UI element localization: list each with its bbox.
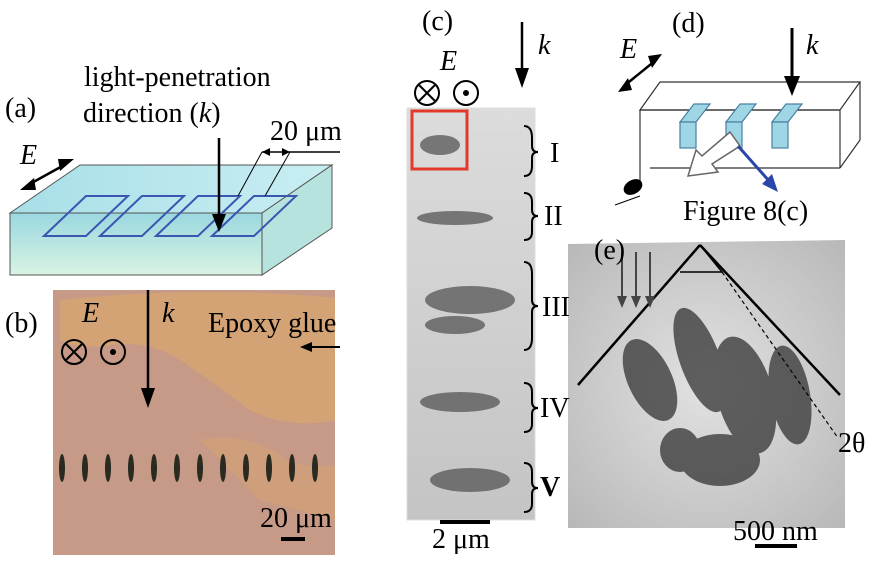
angle-label: 2θ (838, 428, 866, 459)
panel-d-field-label: E (620, 34, 638, 65)
chip-front-face (9, 212, 263, 276)
panel-c-scale-label: 2 μm (432, 524, 490, 555)
view-arrow (686, 130, 742, 177)
panel-a-field-label: E (20, 140, 38, 171)
panel-d-wave-label: k (806, 30, 819, 61)
panel-c-field-label: E (440, 46, 458, 77)
panel-d-blocks (678, 103, 804, 149)
region-label-2: II (544, 201, 563, 232)
panel-a-label: (a) (5, 93, 37, 124)
panel-b-wave-label: k (162, 298, 175, 329)
panel-b-label: (b) (5, 308, 38, 339)
region-label-3: III (542, 292, 570, 323)
region-label-4: IV (540, 393, 570, 424)
chip-side-face (261, 164, 333, 276)
panel-c-wave-label: k (538, 30, 551, 61)
panel-c-tem (406, 22, 539, 524)
epoxy-glue-label: Epoxy glue (208, 308, 337, 339)
panel-e-tem (568, 240, 845, 548)
panel-b-scale-label: 20 μm (260, 503, 332, 534)
panel-a-scale-label: 20 μm (270, 116, 342, 147)
panel-a-chip (8, 138, 340, 276)
written-lines (59, 454, 318, 482)
figure-reference-label: Figure 8(c) (683, 196, 809, 227)
panel-d-schematic (638, 81, 862, 188)
region-label-1: I (550, 138, 560, 169)
panel-c-label: (c) (422, 6, 454, 37)
panel-e-scale-label: 500 nm (733, 516, 818, 547)
region-label-5: V (540, 472, 561, 503)
direction-text: direction (k) (83, 98, 221, 129)
panel-e-label: (e) (594, 235, 626, 266)
panel-b-micrograph (53, 290, 340, 555)
light-penetration-text: light-penetration (84, 62, 271, 93)
chip-grooves (41, 195, 299, 237)
panel-d-label: (d) (672, 8, 705, 39)
panel-b-field-label: E (82, 298, 100, 329)
